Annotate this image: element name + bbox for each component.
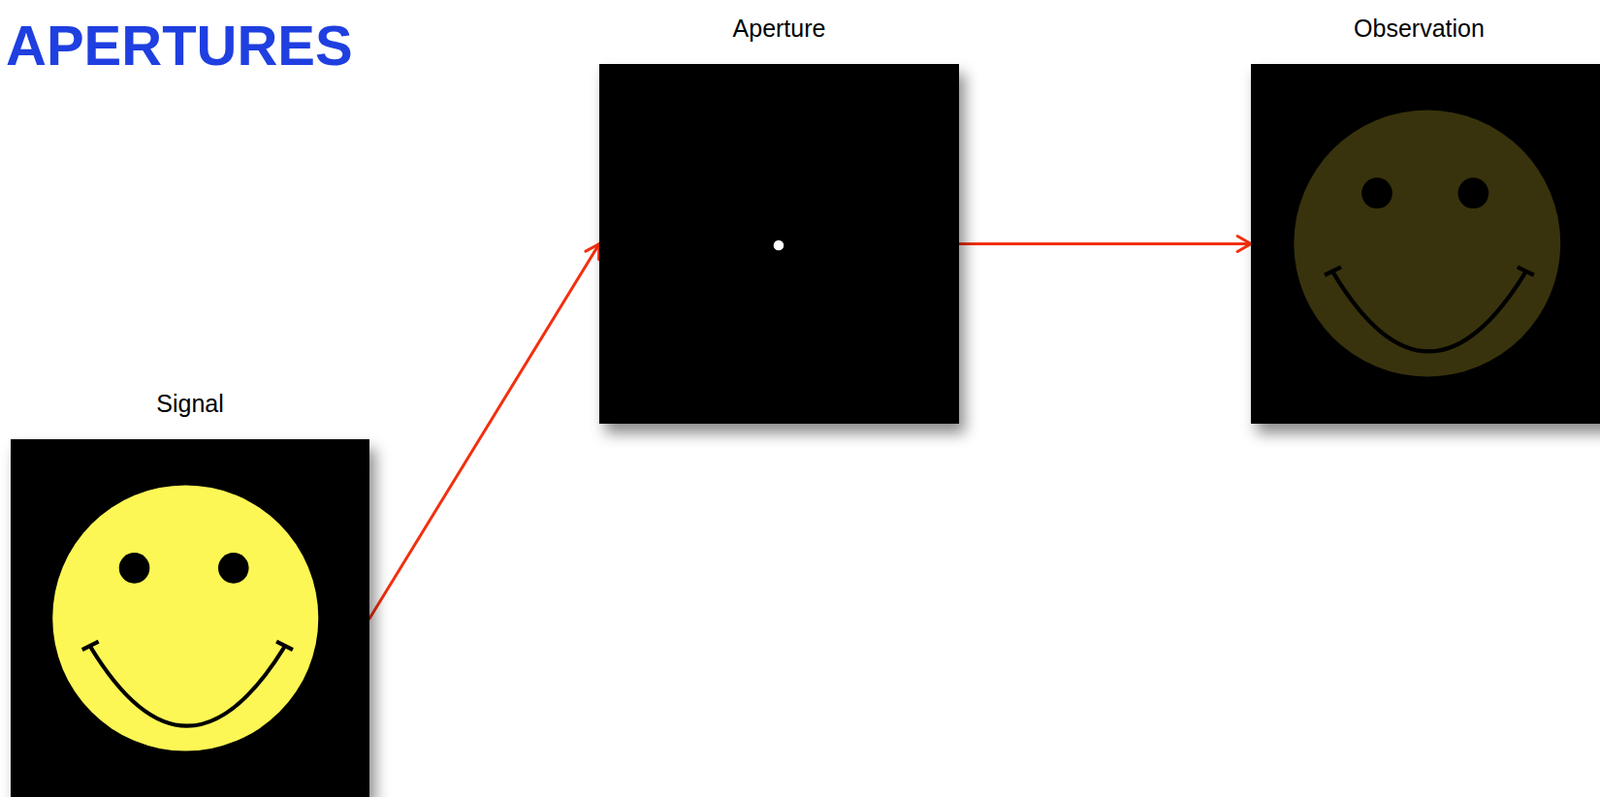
image-frame [10, 439, 370, 797]
aperture-panel: Aperture [599, 14, 960, 424]
image-frame [599, 64, 960, 424]
slide-title: APERTURES [5, 13, 353, 78]
panel-label: Signal [10, 389, 370, 417]
signal-panel: Signal [10, 389, 370, 797]
observation-panel: Observation [1250, 14, 1600, 424]
aperture-pinhole [599, 64, 960, 424]
panel-label: Observation [1239, 14, 1600, 42]
flow-arrow [369, 244, 600, 620]
flow-arrow [959, 236, 1251, 253]
panel-label: Aperture [599, 14, 960, 42]
smiley-observation [1250, 64, 1600, 424]
image-frame [1250, 64, 1600, 424]
smiley-signal [10, 439, 370, 797]
